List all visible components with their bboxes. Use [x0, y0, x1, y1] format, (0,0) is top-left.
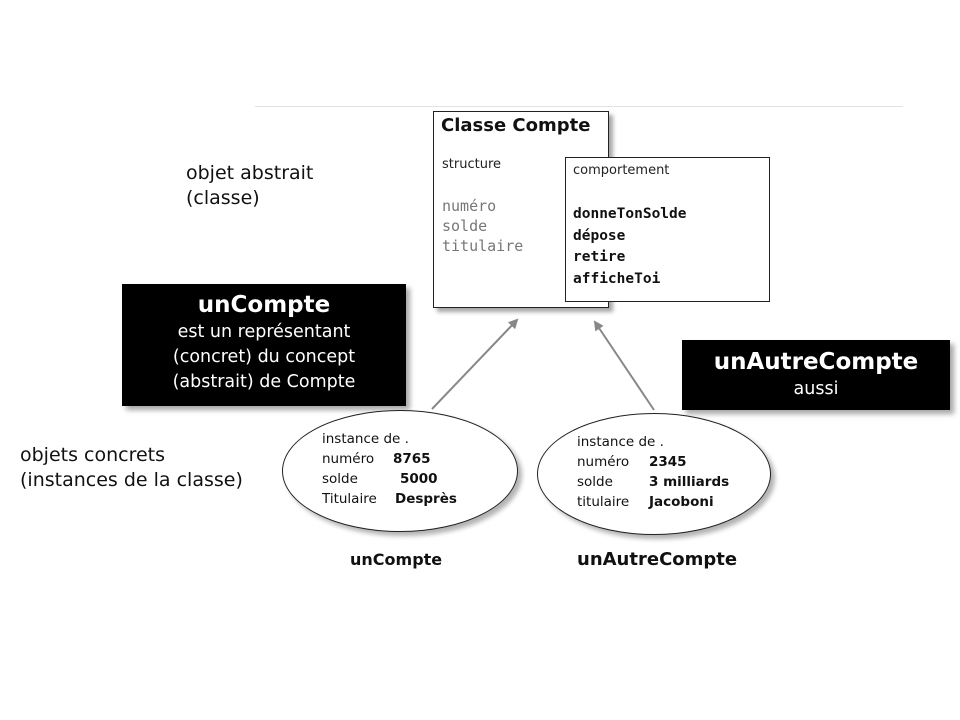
abstract-object-label: objet abstrait (classe) [186, 161, 313, 211]
field-value: 5000 [400, 471, 438, 487]
callout-line: est un représentant [177, 322, 351, 342]
attribute-item: solde [442, 217, 488, 235]
field-key: numéro [577, 454, 630, 470]
method-item: afficheToi [573, 270, 661, 287]
field-value: 3 milliards [649, 474, 730, 490]
concrete-label-line2: (instances de la classe) [20, 469, 243, 491]
instance1-row-numero: numéro 8765 [322, 449, 482, 469]
instance2-row-titulaire: titulaire Jacoboni [577, 492, 747, 512]
instance2-details: instance de . numéro 2345 solde 3 millia… [577, 432, 747, 512]
attribute-list: numéro solde titulaire [442, 196, 523, 256]
behavior-box [565, 157, 770, 302]
callout-line: aussi [793, 379, 839, 399]
field-value: 8765 [393, 451, 431, 467]
arrow-instance2-to-class [593, 320, 655, 411]
concrete-objects-label: objets concrets (instances de la classe) [20, 443, 243, 493]
instance2-caption: unAutreCompte [577, 549, 738, 570]
field-value: Desprès [395, 491, 457, 507]
abstract-label-line1: objet abstrait [186, 162, 314, 184]
arrow-instance1-to-class [431, 318, 519, 410]
field-value: 2345 [649, 454, 687, 470]
abstract-label-line2: (classe) [186, 187, 260, 209]
uncompte-callout: unCompte est un représentant (concret) d… [122, 284, 406, 406]
top-divider [255, 106, 903, 107]
instance1-ellipse [282, 410, 518, 532]
structure-heading: structure [442, 157, 501, 172]
concrete-label-line1: objets concrets [20, 444, 166, 466]
instance1-row-solde: solde 5000 [322, 469, 482, 489]
instance1-header-row: instance de . [322, 429, 482, 449]
instance1-details: instance de . numéro 8765 solde 5000 Tit… [322, 429, 482, 509]
field-key: solde [577, 474, 613, 490]
attribute-item: numéro [442, 197, 497, 215]
callout-title: unCompte [197, 292, 331, 318]
instance1-row-titulaire: Titulaire Desprès [322, 489, 482, 509]
field-value: Jacoboni [649, 494, 714, 510]
method-item: donneTonSolde [573, 206, 687, 222]
behavior-heading: comportement [573, 163, 670, 178]
attribute-item: titulaire [442, 237, 524, 255]
unautrecompte-callout: unAutreCompte aussi [682, 340, 950, 410]
callout-line: (abstrait) de Compte [172, 372, 356, 392]
class-title: Classe Compte [441, 115, 591, 136]
instance-header: instance de . [322, 431, 409, 447]
method-item: retire [573, 249, 626, 265]
instance2-ellipse [537, 413, 771, 535]
instance2-row-solde: solde 3 milliards [577, 472, 747, 492]
instance-header: instance de . [577, 434, 664, 450]
instance1-caption: unCompte [350, 550, 443, 569]
method-list: donneTonSolde dépose retire afficheToi [573, 204, 687, 290]
field-key: titulaire [577, 494, 630, 510]
field-key: numéro [322, 451, 375, 467]
instance2-row-numero: numéro 2345 [577, 452, 747, 472]
field-key: solde [322, 471, 358, 487]
callout-title: unAutreCompte [713, 349, 919, 375]
method-item: dépose [573, 227, 626, 244]
field-key: Titulaire [322, 491, 377, 507]
instance2-header-row: instance de . [577, 432, 747, 452]
callout-line: (concret) du concept [172, 347, 356, 367]
